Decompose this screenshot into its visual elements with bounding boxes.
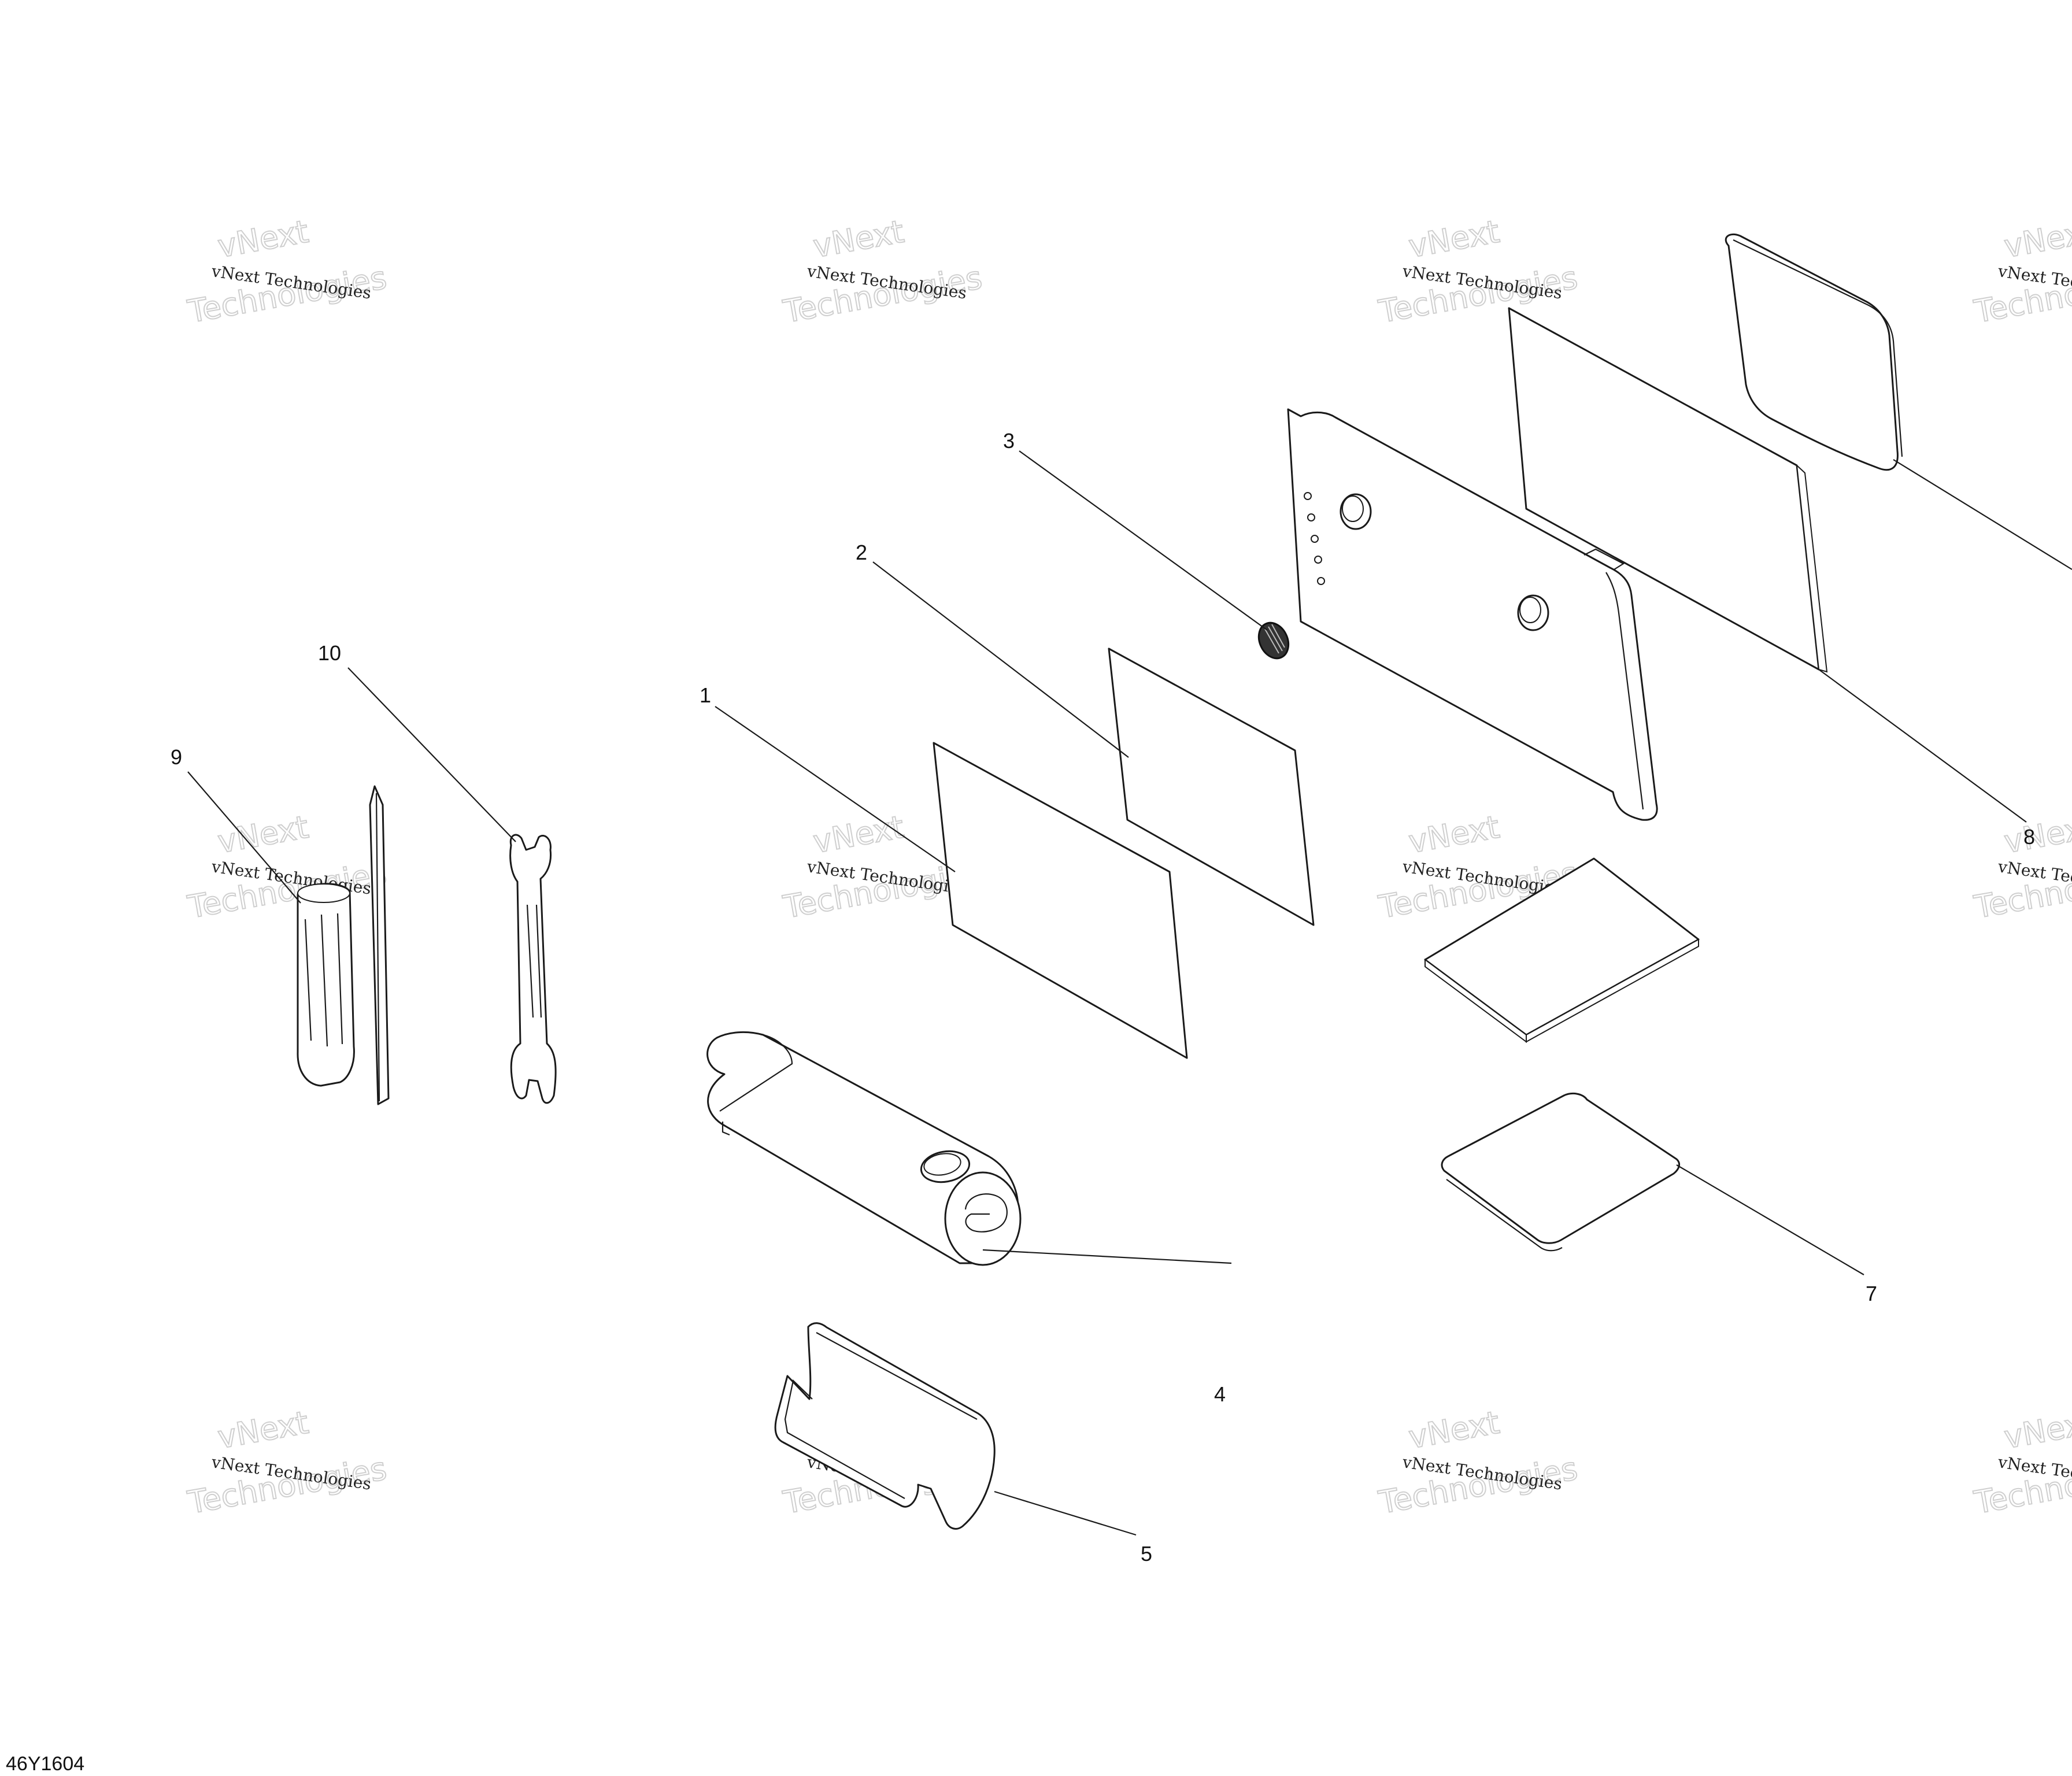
watermark: vNext Technologies [780,213,986,331]
callout-1: 1 [700,683,711,707]
callout-4: 4 [1214,1382,1226,1406]
callout-10: 10 [318,641,341,665]
holder-body-part [1287,408,1658,821]
svg-text:vNext: vNext [1406,213,1502,265]
callout-3: 3 [1003,429,1015,453]
watermark: vNext Technologies [1375,1404,1581,1522]
svg-text:vNext: vNext [811,809,906,860]
callout-labels: 1 2 3 4 5 7 8 9 10 [171,429,2035,1566]
svg-text:vNext: vNext [215,809,311,860]
callout-5: 5 [1141,1542,1152,1566]
callout-8: 8 [2023,825,2035,849]
svg-text:vNext: vNext [1406,809,1502,860]
svg-text:vNext: vNext [2001,213,2072,265]
watermark: vNext Technologies [184,1404,390,1522]
svg-text:vNext: vNext [811,213,906,265]
square-pad-part [1424,857,1700,1043]
wrench-part [509,834,557,1104]
svg-text:vNext: vNext [2001,1404,2072,1456]
callout-7: 7 [1866,1282,1877,1305]
svg-text:vNext: vNext [215,213,311,265]
watermark: vNext Technologies [184,808,390,926]
rounded-sheet-part-7 [1441,1093,1681,1252]
screwdriver-blade-part [369,785,390,1105]
svg-text:vNext: vNext [215,1404,311,1456]
sheet-part-1 [933,742,1188,1059]
svg-text:vNext: vNext [1406,1404,1502,1456]
sheet-part-2 [1108,648,1315,926]
watermark: vNext Technologies [1375,213,1581,331]
rolled-sheath-part-4 [706,1031,1022,1266]
clip-part-5 [774,1322,996,1530]
figure-id: 46Y1604 [6,1753,84,1775]
callout-9: 9 [171,745,182,769]
svg-text:vNext: vNext [2001,809,2072,860]
screwdriver-handle-part [297,883,355,1087]
callout-2: 2 [856,541,867,564]
rounded-pad-part [1725,233,1903,471]
leader-lines [187,450,2072,1536]
watermark: vNext Technologies [184,213,390,331]
knurled-knob-part [1257,621,1290,660]
